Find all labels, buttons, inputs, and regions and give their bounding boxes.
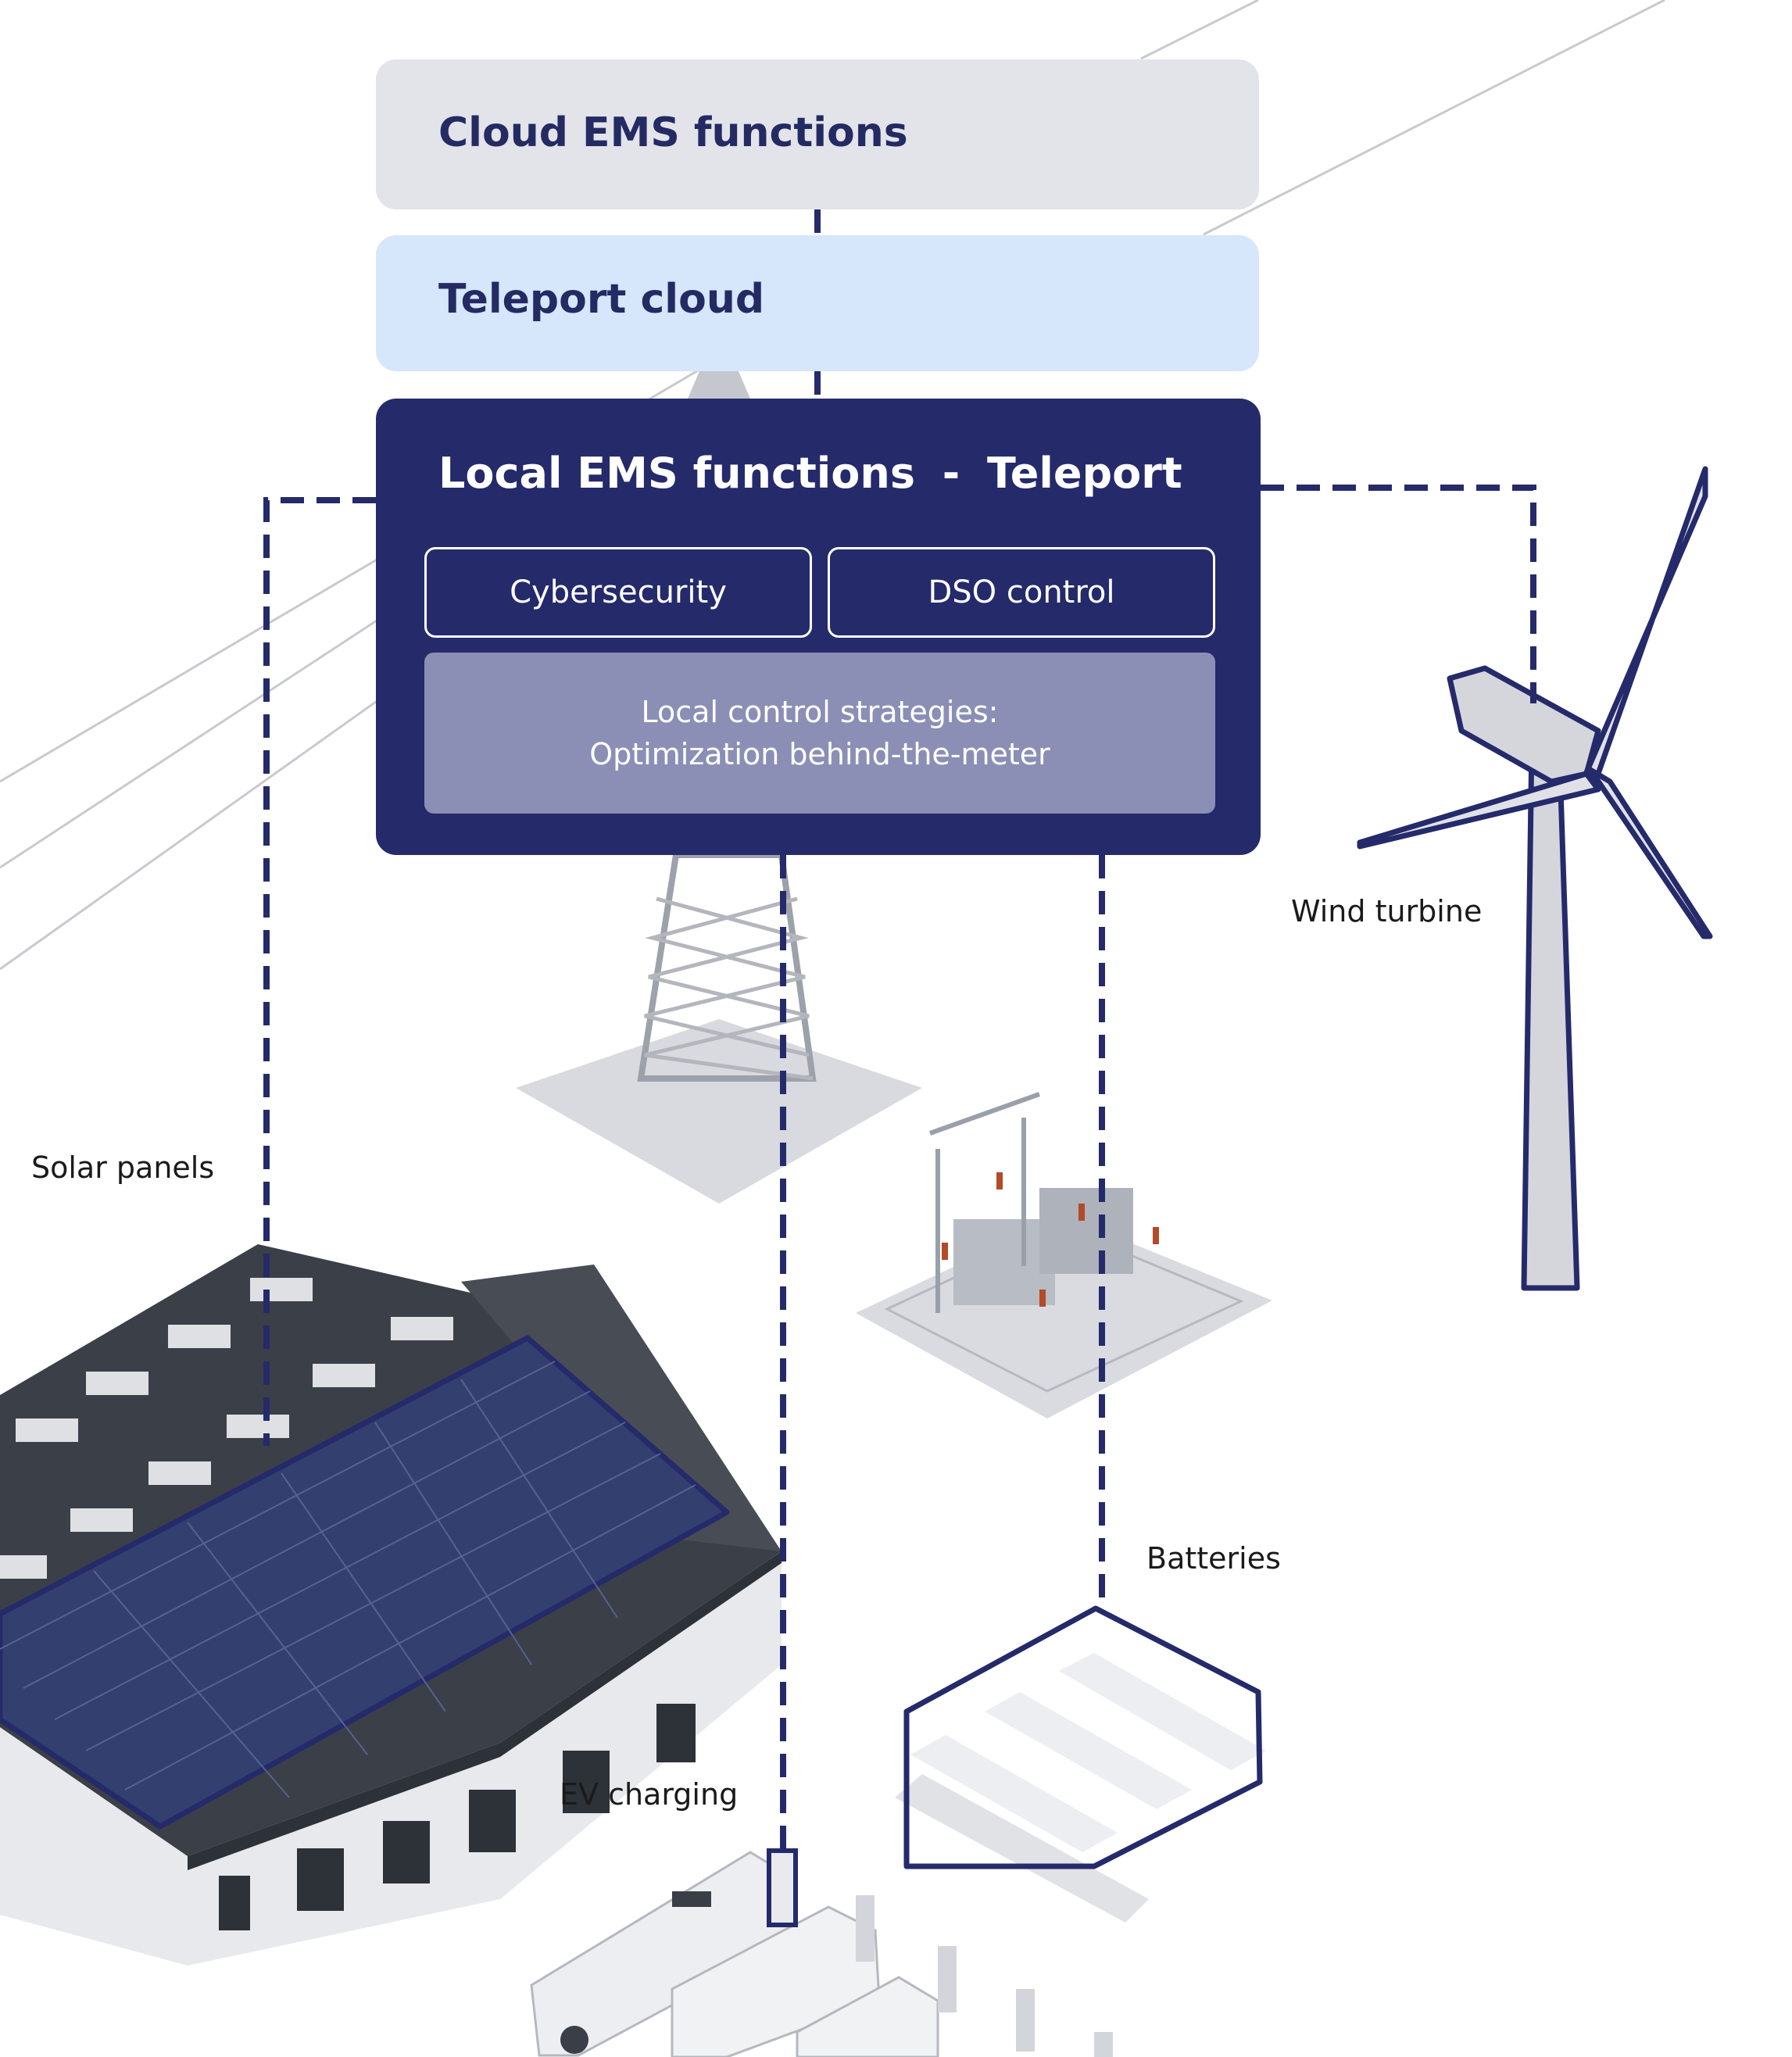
warehouse — [0, 1244, 782, 1966]
local-strategies-box: Local control strategies: Optimization b… — [424, 653, 1215, 814]
wind-turbine — [1357, 466, 1713, 1291]
local-ems-box: Local EMS functions - Teleport Cybersecu… — [376, 399, 1261, 855]
ev-vehicles — [530, 1848, 1113, 2057]
cloud-ems-box: Cloud EMS functions — [376, 59, 1259, 209]
local-strategies-line2: Optimization behind-the-meter — [589, 737, 1050, 771]
local-ems-title-separator: - — [942, 449, 960, 498]
ev-charger-highlight — [767, 1848, 798, 1927]
cloud-ems-title: Cloud EMS functions — [438, 109, 908, 156]
substation — [856, 1092, 1272, 1418]
dso-control-module: DSO control — [828, 547, 1215, 638]
teleport-cloud-box: Teleport cloud — [376, 235, 1259, 371]
local-ems-title: Local EMS functions - Teleport — [438, 449, 1182, 498]
teleport-cloud-title: Teleport cloud — [438, 276, 765, 323]
local-ems-title-main: Local EMS functions — [438, 449, 915, 498]
connection-lines — [263, 209, 1536, 1851]
batteries-label: Batteries — [1146, 1541, 1281, 1576]
battery-containers — [895, 1605, 1266, 1923]
cybersecurity-module: Cybersecurity — [424, 547, 812, 638]
wind-turbine-label: Wind turbine — [1291, 894, 1483, 928]
solar-panels-label: Solar panels — [31, 1150, 215, 1185]
ev-charging-label: EV charging — [560, 1777, 739, 1812]
solar-panels — [0, 1335, 730, 1830]
local-strategies-line1: Local control strategies: — [641, 695, 999, 729]
local-ems-title-suffix: Teleport — [987, 449, 1182, 498]
